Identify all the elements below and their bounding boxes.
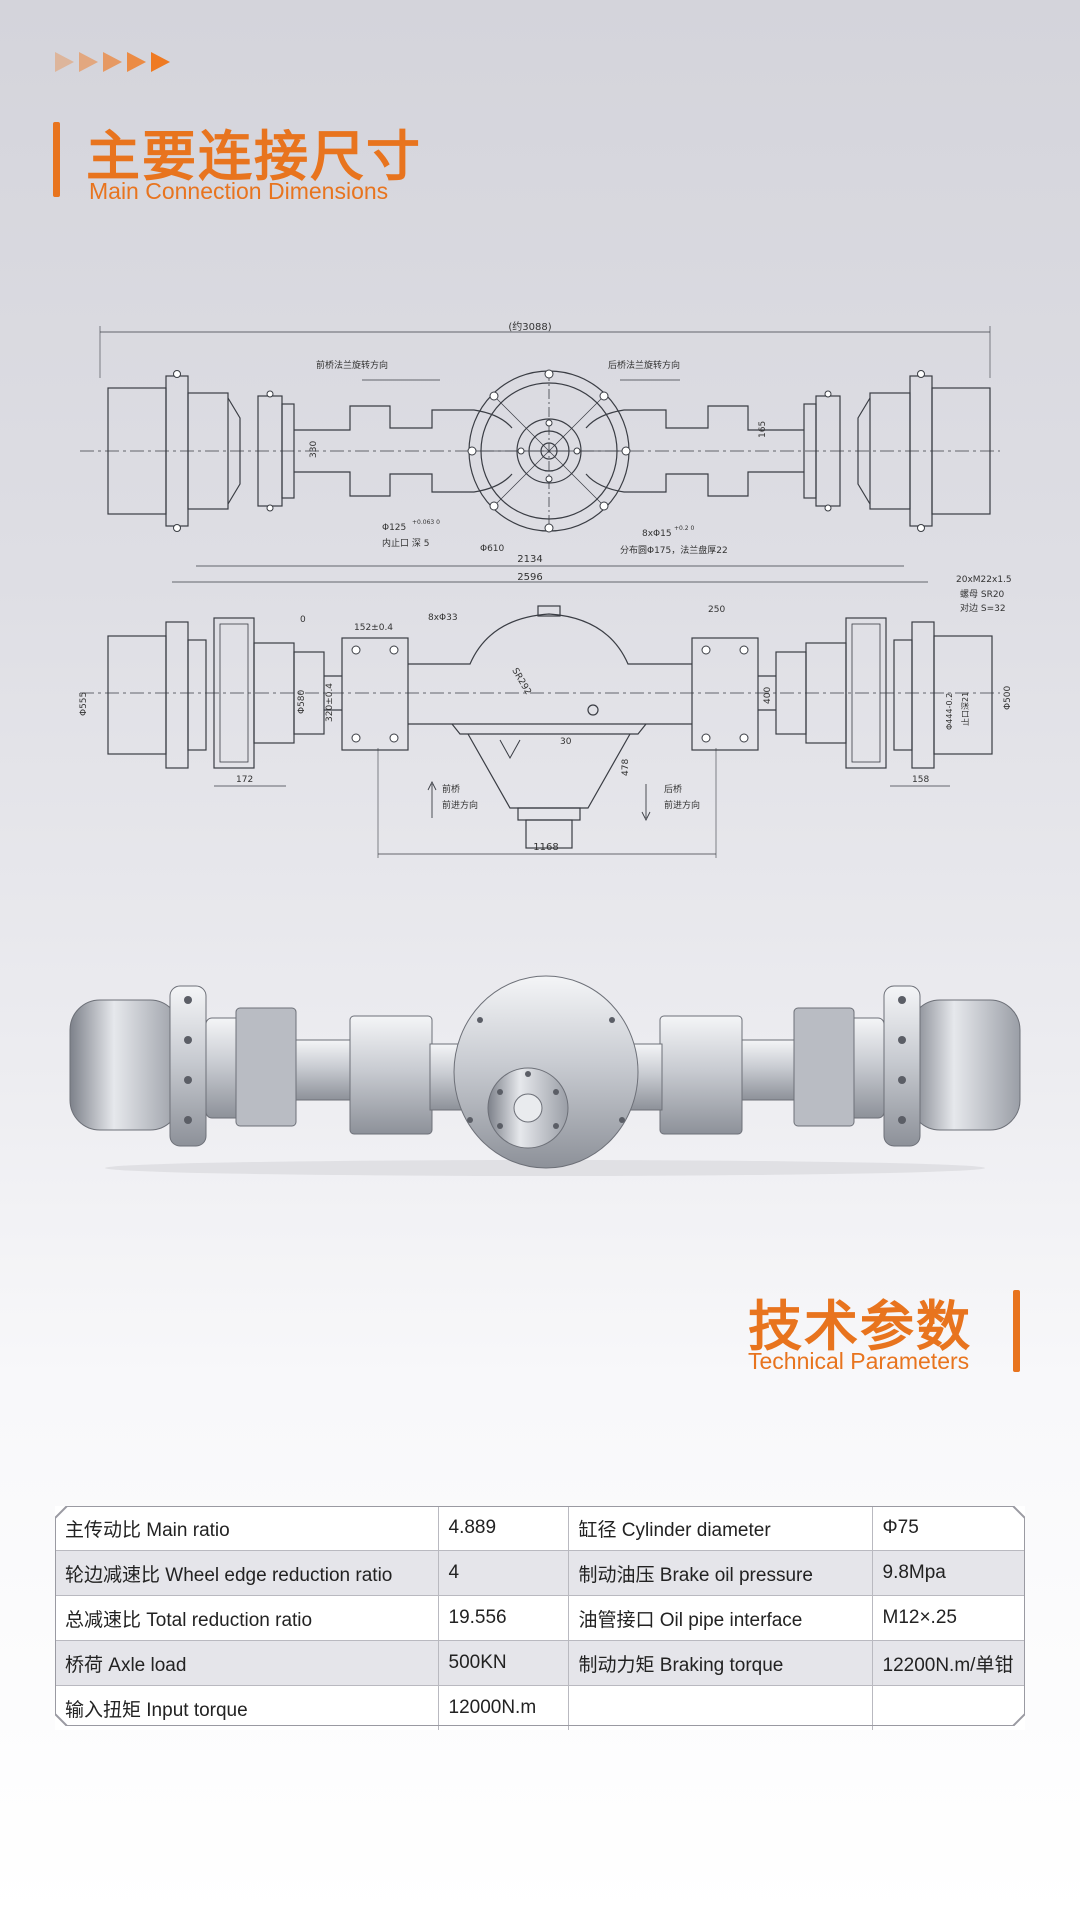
decorative-arrows [55,52,170,72]
param-value: 19.556 [437,1595,569,1641]
front-dir-label: 前进方向 [442,799,478,811]
top-view: (约3088) [80,320,1000,583]
arrow-icon [79,52,98,72]
dim-152: 152±0.4 [354,623,393,633]
stud-note: 20xM22x1.5 [956,575,1012,585]
front-flange-note: 前桥法兰旋转方向 [316,359,388,371]
spigot-depth: 止口深21 [960,692,970,726]
arrow-icon [127,52,146,72]
rear-flange-note: 后桥法兰旋转方向 [608,359,680,371]
arrow-icon [55,52,74,72]
param-value: 12200N.m/单钳 [871,1640,1025,1686]
spigot-note: 内止口 深 5 [382,537,429,549]
param-name: 缸径 Cylinder diameter [567,1506,873,1551]
dim-phi610: Φ610 [480,544,505,554]
param-value: 9.8Mpa [871,1550,1025,1596]
dim-444: Φ444-0.2 [945,693,954,730]
param-name [567,1685,873,1730]
dim-478: 478 [621,759,631,776]
param-value: 4 [437,1550,569,1596]
dim-sr: SR292 [509,667,532,697]
nut-note: 螺母 SR20 [960,589,1005,600]
section-title-cn: 技术参数 [748,1295,972,1358]
dim-phi125-tol: +0.063 0 [412,519,440,526]
dim-2134: 2134 [517,554,542,565]
axle-product-image [69,975,1021,1176]
param-value [871,1685,1025,1730]
param-value: 4.889 [437,1506,569,1551]
dim-overall: (约3088) [508,320,551,333]
dim-158: 158 [912,775,929,785]
table-frame [55,1506,1025,1726]
dim-320: 320±0.4 [325,683,335,722]
pcd-note: 分布圆Φ175，法兰盘厚22 [620,544,728,556]
rear-dir-label: 前进方向 [664,799,700,811]
dim-1168: 1168 [533,842,558,853]
section-title-cn: 主要连接尺寸 [86,125,422,188]
front-axle-label: 前桥 [442,783,460,795]
arrow-icon [151,52,170,72]
dim-172: 172 [236,775,253,785]
dim-phi555: Φ555 [79,692,89,716]
section-bar [53,122,60,197]
param-name: 总减速比 Total reduction ratio [55,1595,439,1641]
dim-bolts-tol: +0.2 0 [674,525,694,532]
dim-bolts: 8xΦ15 [642,529,672,539]
dim-phi125: Φ125 [382,523,406,533]
param-value: Φ75 [871,1506,1025,1551]
front-view: 152±0.4 8xΦ33 SR292 250 20xM22x1.5 螺母 SR… [79,575,1013,858]
param-name: 桥荷 Axle load [55,1640,439,1686]
param-name: 轮边减速比 Wheel edge reduction ratio [55,1550,439,1596]
rear-axle-label: 后桥 [664,783,682,795]
dim-2596: 2596 [517,572,542,583]
af-note: 对边 S=32 [960,602,1006,614]
dim-330: 330 [309,441,319,458]
section-title-en: Main Connection Dimensions [89,178,389,204]
dim-8x33: 8xΦ33 [428,613,458,623]
dim-400: 400 [763,687,773,704]
section-bar [1013,1290,1020,1372]
arrow-icon [103,52,122,72]
param-name: 制动力矩 Braking torque [567,1640,873,1686]
param-name: 油管接口 Oil pipe interface [567,1595,873,1641]
dim-phi580: Φ580 [297,689,307,714]
param-value: 12000N.m [437,1685,569,1730]
dim-0: 0 [300,615,306,625]
section-title-en: Technical Parameters [748,1348,970,1374]
dimension-drawing: (约3088) [79,320,1013,858]
param-name: 输入扭矩 Input torque [55,1685,439,1730]
dim-phi500: Φ500 [1003,685,1013,710]
dim-165: 165 [758,421,768,438]
dim-30: 30 [560,737,572,747]
dim-250: 250 [708,605,725,615]
param-value: 500KN [437,1640,569,1686]
